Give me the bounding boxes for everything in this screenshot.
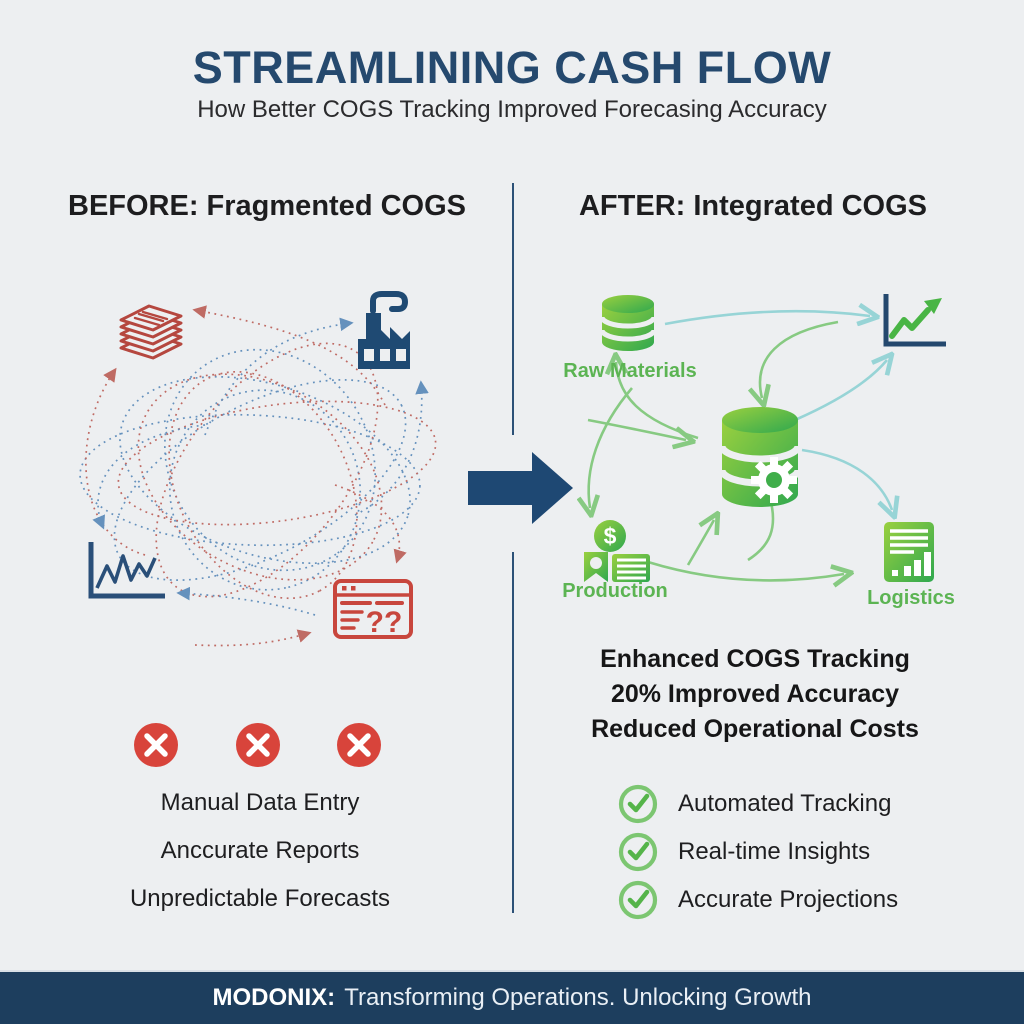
x-mark-icon	[134, 723, 178, 767]
raw-materials-database-icon	[599, 295, 657, 351]
logistics-report-icon	[884, 522, 934, 582]
growth-chart-icon	[883, 294, 946, 347]
check-icon	[618, 832, 658, 872]
checklist-row: Real-time Insights	[617, 828, 898, 876]
after-heading: AFTER: Integrated COGS	[578, 190, 927, 222]
footer-bar: MODONIX: Transforming Operations. Unlock…	[0, 970, 1024, 1024]
gear-icon	[751, 457, 797, 503]
transition-arrow-icon	[468, 452, 573, 524]
volatile-chart-icon	[88, 542, 165, 599]
benefits-block: Enhanced COGS Tracking 20% Improved Accu…	[540, 642, 970, 747]
production-label: Production	[562, 580, 668, 602]
before-heading: BEFORE: Fragmented COGS	[68, 190, 466, 222]
checklist-row: Automated Tracking	[617, 780, 898, 828]
benefit-line: 20% Improved Accuracy	[610, 680, 900, 708]
error-report-question-marks: ??	[366, 606, 403, 639]
dollar-sign: $	[604, 523, 617, 549]
raw-materials-label: Raw Materials	[563, 360, 697, 382]
error-report-icon: ??	[333, 579, 413, 639]
x-mark-icon	[337, 723, 381, 767]
footer-brand: MODONIX:	[212, 984, 336, 1011]
checklist-label: Real-time Insights	[678, 838, 871, 865]
checklist-label: Accurate Projections	[678, 886, 899, 913]
checklist-row: Accurate Projections	[617, 876, 898, 924]
issue-line: Anccurate Reports	[160, 837, 360, 864]
logistics-label: Logistics	[867, 587, 955, 609]
stacked-papers-icon	[119, 304, 183, 360]
x-mark-icon	[236, 723, 280, 767]
check-icon	[618, 784, 658, 824]
integrated-flow-lines	[540, 270, 1000, 640]
checklist: Automated Tracking Real-time Insights Ac…	[617, 780, 898, 924]
factory-icon	[358, 291, 410, 369]
production-cost-icon: $	[584, 520, 650, 582]
issue-line: Manual Data Entry	[160, 789, 360, 816]
benefit-line: Enhanced COGS Tracking	[600, 645, 910, 673]
check-icon	[618, 880, 658, 920]
tangled-flow-lines	[79, 305, 437, 647]
vertical-divider-top	[512, 183, 514, 435]
issue-line: Unpredictable Forecasts	[129, 885, 391, 912]
central-database-gear-icon	[718, 407, 802, 507]
page-title: STREAMLINING CASH FLOW	[192, 42, 832, 93]
vertical-divider-bottom	[512, 552, 514, 913]
page-subtitle: How Better COGS Tracking Improved Foreca…	[197, 96, 827, 123]
footer-tagline: Transforming Operations. Unlocking Growt…	[344, 984, 812, 1011]
benefit-line: Reduced Operational Costs	[591, 715, 919, 743]
checklist-label: Automated Tracking	[678, 790, 892, 817]
